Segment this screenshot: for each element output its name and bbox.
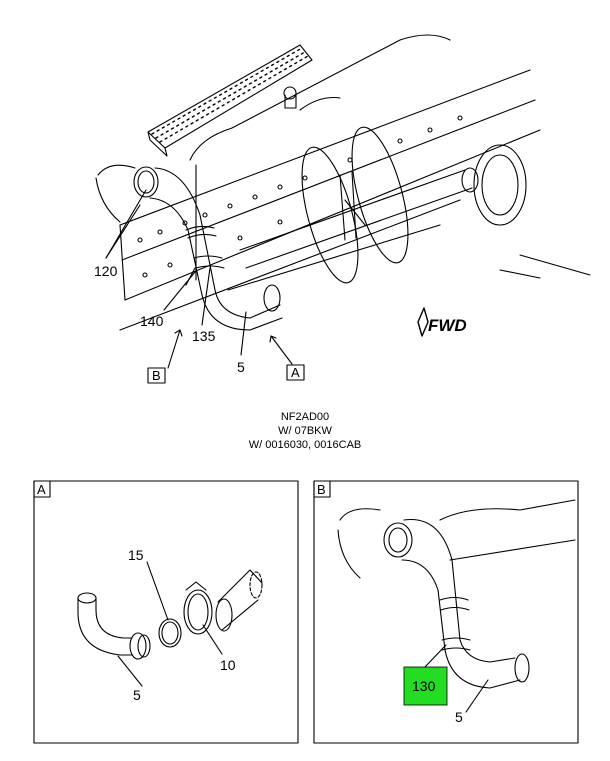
view-ref-a: A	[291, 365, 300, 380]
detail-a-panel	[33, 480, 299, 744]
detail-b-panel	[313, 480, 579, 744]
caption-line-1: NF2AD00	[281, 411, 329, 423]
detail-a-callout-15: 15	[128, 547, 144, 563]
view-arrow-a	[269, 335, 293, 365]
view-arrow-b	[167, 329, 183, 369]
detail-b-callout-5: 5	[455, 709, 463, 725]
view-ref-a-box	[286, 364, 305, 381]
leader-lines	[105, 189, 247, 356]
caption-line-2: W/ 07BKW	[278, 425, 332, 437]
highlight-box-130	[403, 666, 448, 706]
clamp	[183, 589, 213, 635]
callout-5: 5	[237, 359, 245, 375]
tailpipe	[239, 144, 527, 269]
callout-135: 135	[192, 328, 216, 344]
gasket-ring	[158, 618, 182, 648]
aftertreatment-canister	[189, 34, 451, 291]
detail-a-label: A	[37, 482, 46, 497]
main-assembly-drawing	[95, 34, 591, 384]
frame-rail	[119, 69, 591, 331]
detail-a-callout-10: 10	[220, 657, 236, 673]
detail-a-callout-5: 5	[133, 687, 141, 703]
caption-line-3: W/ 0016030, 0016CAB	[249, 439, 362, 451]
callout-120: 120	[94, 263, 118, 279]
fwd-arrow-icon	[417, 307, 429, 337]
step-grate	[147, 44, 313, 157]
view-ref-b: B	[152, 368, 161, 383]
exhaust-pipe	[95, 164, 283, 331]
callout-140: 140	[140, 313, 164, 329]
view-ref-b-box	[147, 367, 166, 384]
detail-b-callout-130: 130	[412, 678, 436, 694]
detail-b-label: B	[317, 482, 326, 497]
fwd-label: FWD	[428, 316, 467, 335]
